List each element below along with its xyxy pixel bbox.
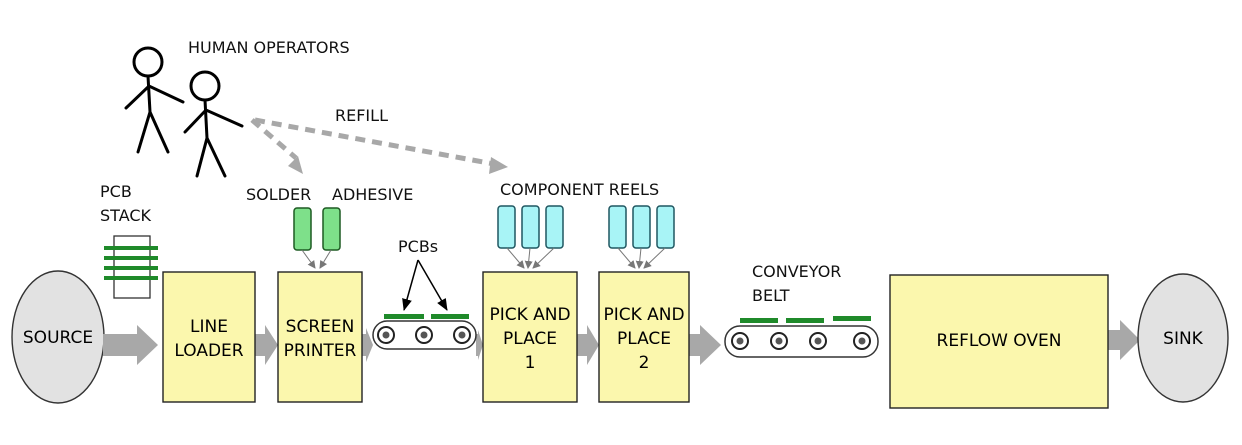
solder-label: SOLDER — [246, 185, 311, 204]
pick-and-place-1-label-line1: PICK AND — [489, 305, 570, 325]
flow-arrow-loader-printer — [255, 325, 278, 365]
pcb-stack-label-line2: STACK — [100, 206, 152, 225]
pick-and-place-1-label-line2: PLACE — [503, 329, 557, 349]
reflow-oven-block — [889, 274, 1109, 409]
pick-and-place-2-label-line2: PLACE — [617, 329, 671, 349]
conveyor-label-line2: BELT — [752, 286, 790, 305]
pick-and-place-1-label-line3: 1 — [525, 353, 536, 373]
pick-and-place-2-block — [598, 271, 690, 403]
pick-and-place-1-block — [482, 271, 578, 403]
refill-label: REFILL — [335, 106, 388, 125]
human-operators-label: HUMAN OPERATORS — [188, 38, 350, 57]
human-operator-figure-2 — [183, 70, 244, 178]
flow-arrow-pp2-conveyor — [689, 325, 721, 365]
line-loader-block — [162, 271, 256, 403]
source-label: SOURCE — [23, 328, 93, 348]
screen-printer-block — [277, 271, 363, 403]
pcb-stack-label-line1: PCB — [100, 182, 132, 201]
screen-printer-label-line2: PRINTER — [284, 341, 357, 361]
screen-printer-label-line1: SCREEN — [286, 317, 355, 337]
human-operator-figure-1 — [124, 46, 185, 154]
line-loader-label-line2: LOADER — [174, 341, 243, 361]
pick-and-place-2-label-line1: PICK AND — [603, 305, 684, 325]
component-reels-group-1 — [497, 205, 564, 269]
component-reels-label: COMPONENT REELS — [500, 180, 659, 199]
reflow-oven-label: REFLOW OVEN — [937, 331, 1062, 351]
pcb-conveyor-belt — [372, 314, 477, 350]
pcbs-label: PCBs — [398, 237, 438, 256]
pcb-stack — [104, 235, 158, 299]
sink-node — [1137, 273, 1229, 403]
conveyor-belt — [724, 316, 879, 358]
flow-arrow-oven-sink — [1108, 320, 1140, 360]
adhesive-reel — [322, 207, 341, 251]
line-loader-label-line1: LINE — [190, 317, 228, 337]
conveyor-label-line1: CONVEYOR — [752, 262, 841, 281]
pick-and-place-2-label-line3: 2 — [639, 353, 650, 373]
flow-arrow-source-loader — [103, 325, 158, 365]
adhesive-label: ADHESIVE — [332, 185, 413, 204]
solder-reel — [293, 207, 312, 251]
refill-arrows — [250, 117, 508, 174]
flow-arrow-printer-conveyor — [362, 328, 373, 362]
flow-arrow-conveyor-pp1 — [476, 330, 483, 360]
flow-arrow-pp1-pp2 — [577, 325, 599, 365]
component-reels-group-2 — [608, 205, 675, 269]
sink-label: SINK — [1163, 329, 1204, 349]
